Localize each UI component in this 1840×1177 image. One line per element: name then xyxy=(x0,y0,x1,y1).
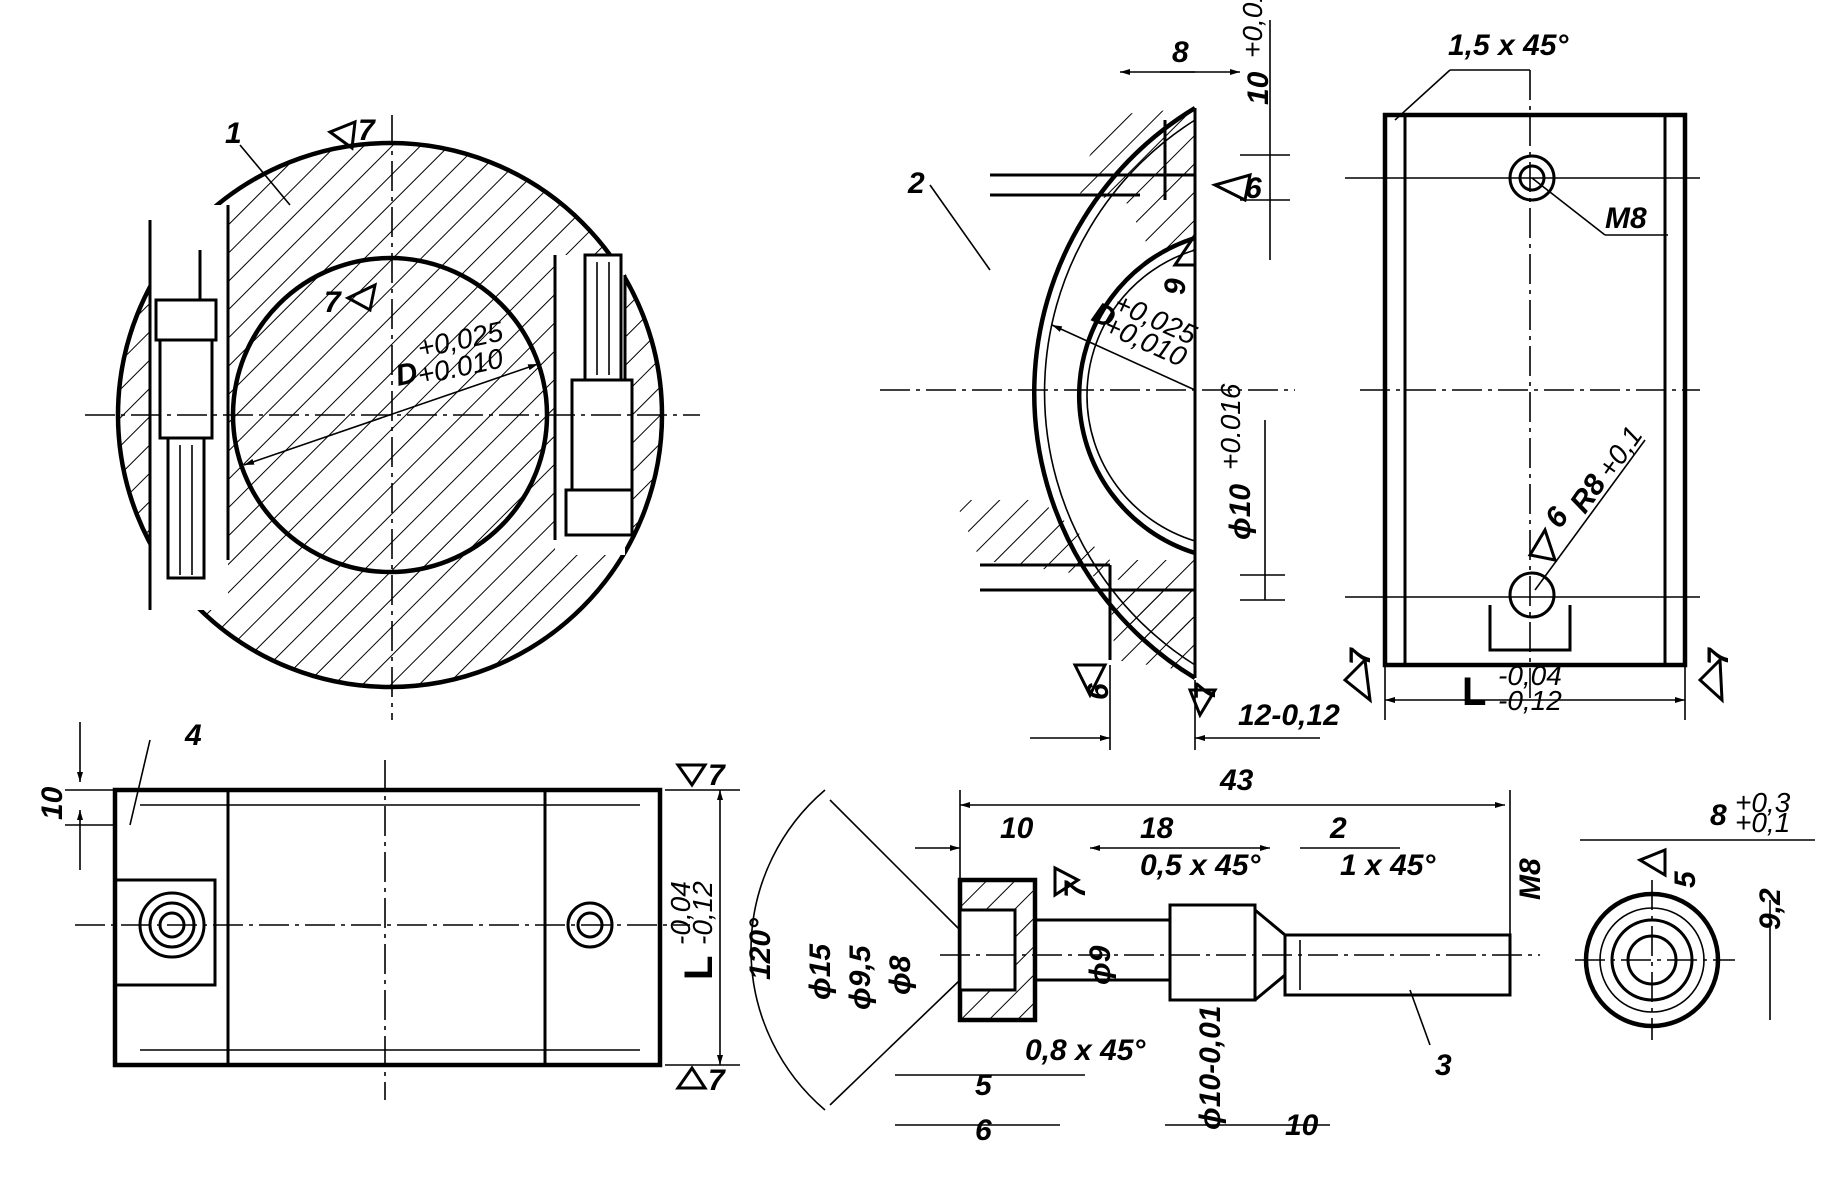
dim-12: 12-0,12 xyxy=(1238,699,1340,732)
finish-7g: 7 xyxy=(1059,880,1092,898)
part-4-label: 4 xyxy=(184,719,202,752)
thread-m8-label: M8 xyxy=(1605,202,1647,235)
finish-triangle xyxy=(326,119,357,151)
d95-label: ϕ9,5 xyxy=(844,944,877,1010)
len-l-label: L xyxy=(1462,670,1486,714)
screw-end-view: 8 +0,3 +0,1 9,2 5 xyxy=(1575,787,1815,1040)
svg-text:10: 10 xyxy=(1242,71,1275,105)
screw-view: 43 10 18 2 0,5 x 45° 1 x 45° M8 120° ϕ15… xyxy=(744,764,1547,1147)
dim-10-tol: +0,01 xyxy=(1237,0,1268,58)
d15-label: ϕ15 xyxy=(804,943,837,1000)
left-screw-head xyxy=(154,298,218,342)
bore-dim-line xyxy=(243,363,539,466)
chamfer-top-label: 1,5 x 45° xyxy=(1448,29,1569,62)
dim-d10: ϕ10 xyxy=(1224,484,1257,540)
finish-7c: 7 xyxy=(1344,647,1377,665)
right-screw-shank xyxy=(583,253,623,382)
plate-l-lo: -0,12 xyxy=(687,881,718,945)
ring-section-view: D +0,025 +0.010 7 7 1 xyxy=(85,114,700,720)
finish-6b: 6 xyxy=(1082,683,1115,700)
finish-7e: 7 xyxy=(708,759,726,792)
right-screw-body xyxy=(570,378,634,492)
half-ring-inner xyxy=(1076,235,1196,556)
finish-5-label: 5 xyxy=(1669,870,1702,888)
svg-text:ϕ10: ϕ10 xyxy=(1224,484,1257,540)
dim-8: 8 xyxy=(1172,36,1189,69)
d8-label: ϕ8 xyxy=(884,955,917,995)
dim-10: 10 xyxy=(1242,71,1275,105)
dim-2: 2 xyxy=(1329,812,1347,845)
plate-body xyxy=(112,787,663,1068)
d10b-label: ϕ10-0,01 xyxy=(1194,1006,1227,1130)
left-screw-body xyxy=(158,338,214,440)
dim-d10-tol: +0.016 xyxy=(1215,383,1246,470)
angle-120: 120° xyxy=(744,917,777,980)
end-8-lo: +0,1 xyxy=(1735,807,1790,838)
end-8-label: 8 xyxy=(1710,799,1727,832)
left-screw-shank xyxy=(166,436,206,580)
plate-l-up: -0,04 xyxy=(665,881,696,945)
half-ring-view: 8 10 +0,01 6 9 D +0,025 +0,010 ϕ10 +0.01… xyxy=(880,0,1340,750)
thread-m8b-label: M8 xyxy=(1514,858,1547,900)
end-8-up: +0,3 xyxy=(1735,787,1791,818)
part-3-label: 3 xyxy=(1435,1049,1452,1082)
finish-9-label: 9 xyxy=(1159,278,1192,295)
dim-10b: 10 xyxy=(1285,1109,1319,1142)
finish-triangle xyxy=(344,282,378,313)
finish-top-label: 7 xyxy=(358,114,376,147)
dim-6: 6 xyxy=(975,1114,992,1147)
finish-6-label: 6 xyxy=(1245,172,1262,205)
dim-10a: 10 xyxy=(1000,812,1034,845)
finish-7d: 7 xyxy=(1702,647,1735,665)
finish-bore-label: 7 xyxy=(324,286,342,319)
dim-18: 18 xyxy=(1140,812,1174,845)
plate-l-label: L xyxy=(677,956,721,980)
chamfer-08-label: 0,8 x 45° xyxy=(1025,1034,1146,1067)
len-l-lo: -0,12 xyxy=(1498,685,1562,716)
plate-view: 10 4 L -0,04 -0,12 7 7 xyxy=(36,719,740,1100)
part-1-label: 1 xyxy=(225,117,242,150)
dim-43: 43 xyxy=(1219,764,1254,797)
finish-7b: 7 xyxy=(1189,682,1222,700)
right-screw-head xyxy=(564,488,634,537)
chamfer-1-label: 1 x 45° xyxy=(1340,849,1436,882)
side-view: M8 1,5 x 45° R8 +0,1 6 L -0,04 -0,12 7 7 xyxy=(1342,29,1735,720)
radius-tol: +0,1 xyxy=(1592,420,1649,483)
part-2-label: 2 xyxy=(907,167,925,200)
plate-10-label: 10 xyxy=(36,786,69,820)
chamfer-05-label: 0,5 x 45° xyxy=(1140,849,1261,882)
d9-label: ϕ9 xyxy=(1084,945,1117,985)
dim-5: 5 xyxy=(975,1069,993,1102)
end-92-label: 9,2 xyxy=(1754,888,1787,930)
finish-7f: 7 xyxy=(708,1064,726,1097)
len-l-up: -0,04 xyxy=(1498,660,1562,691)
